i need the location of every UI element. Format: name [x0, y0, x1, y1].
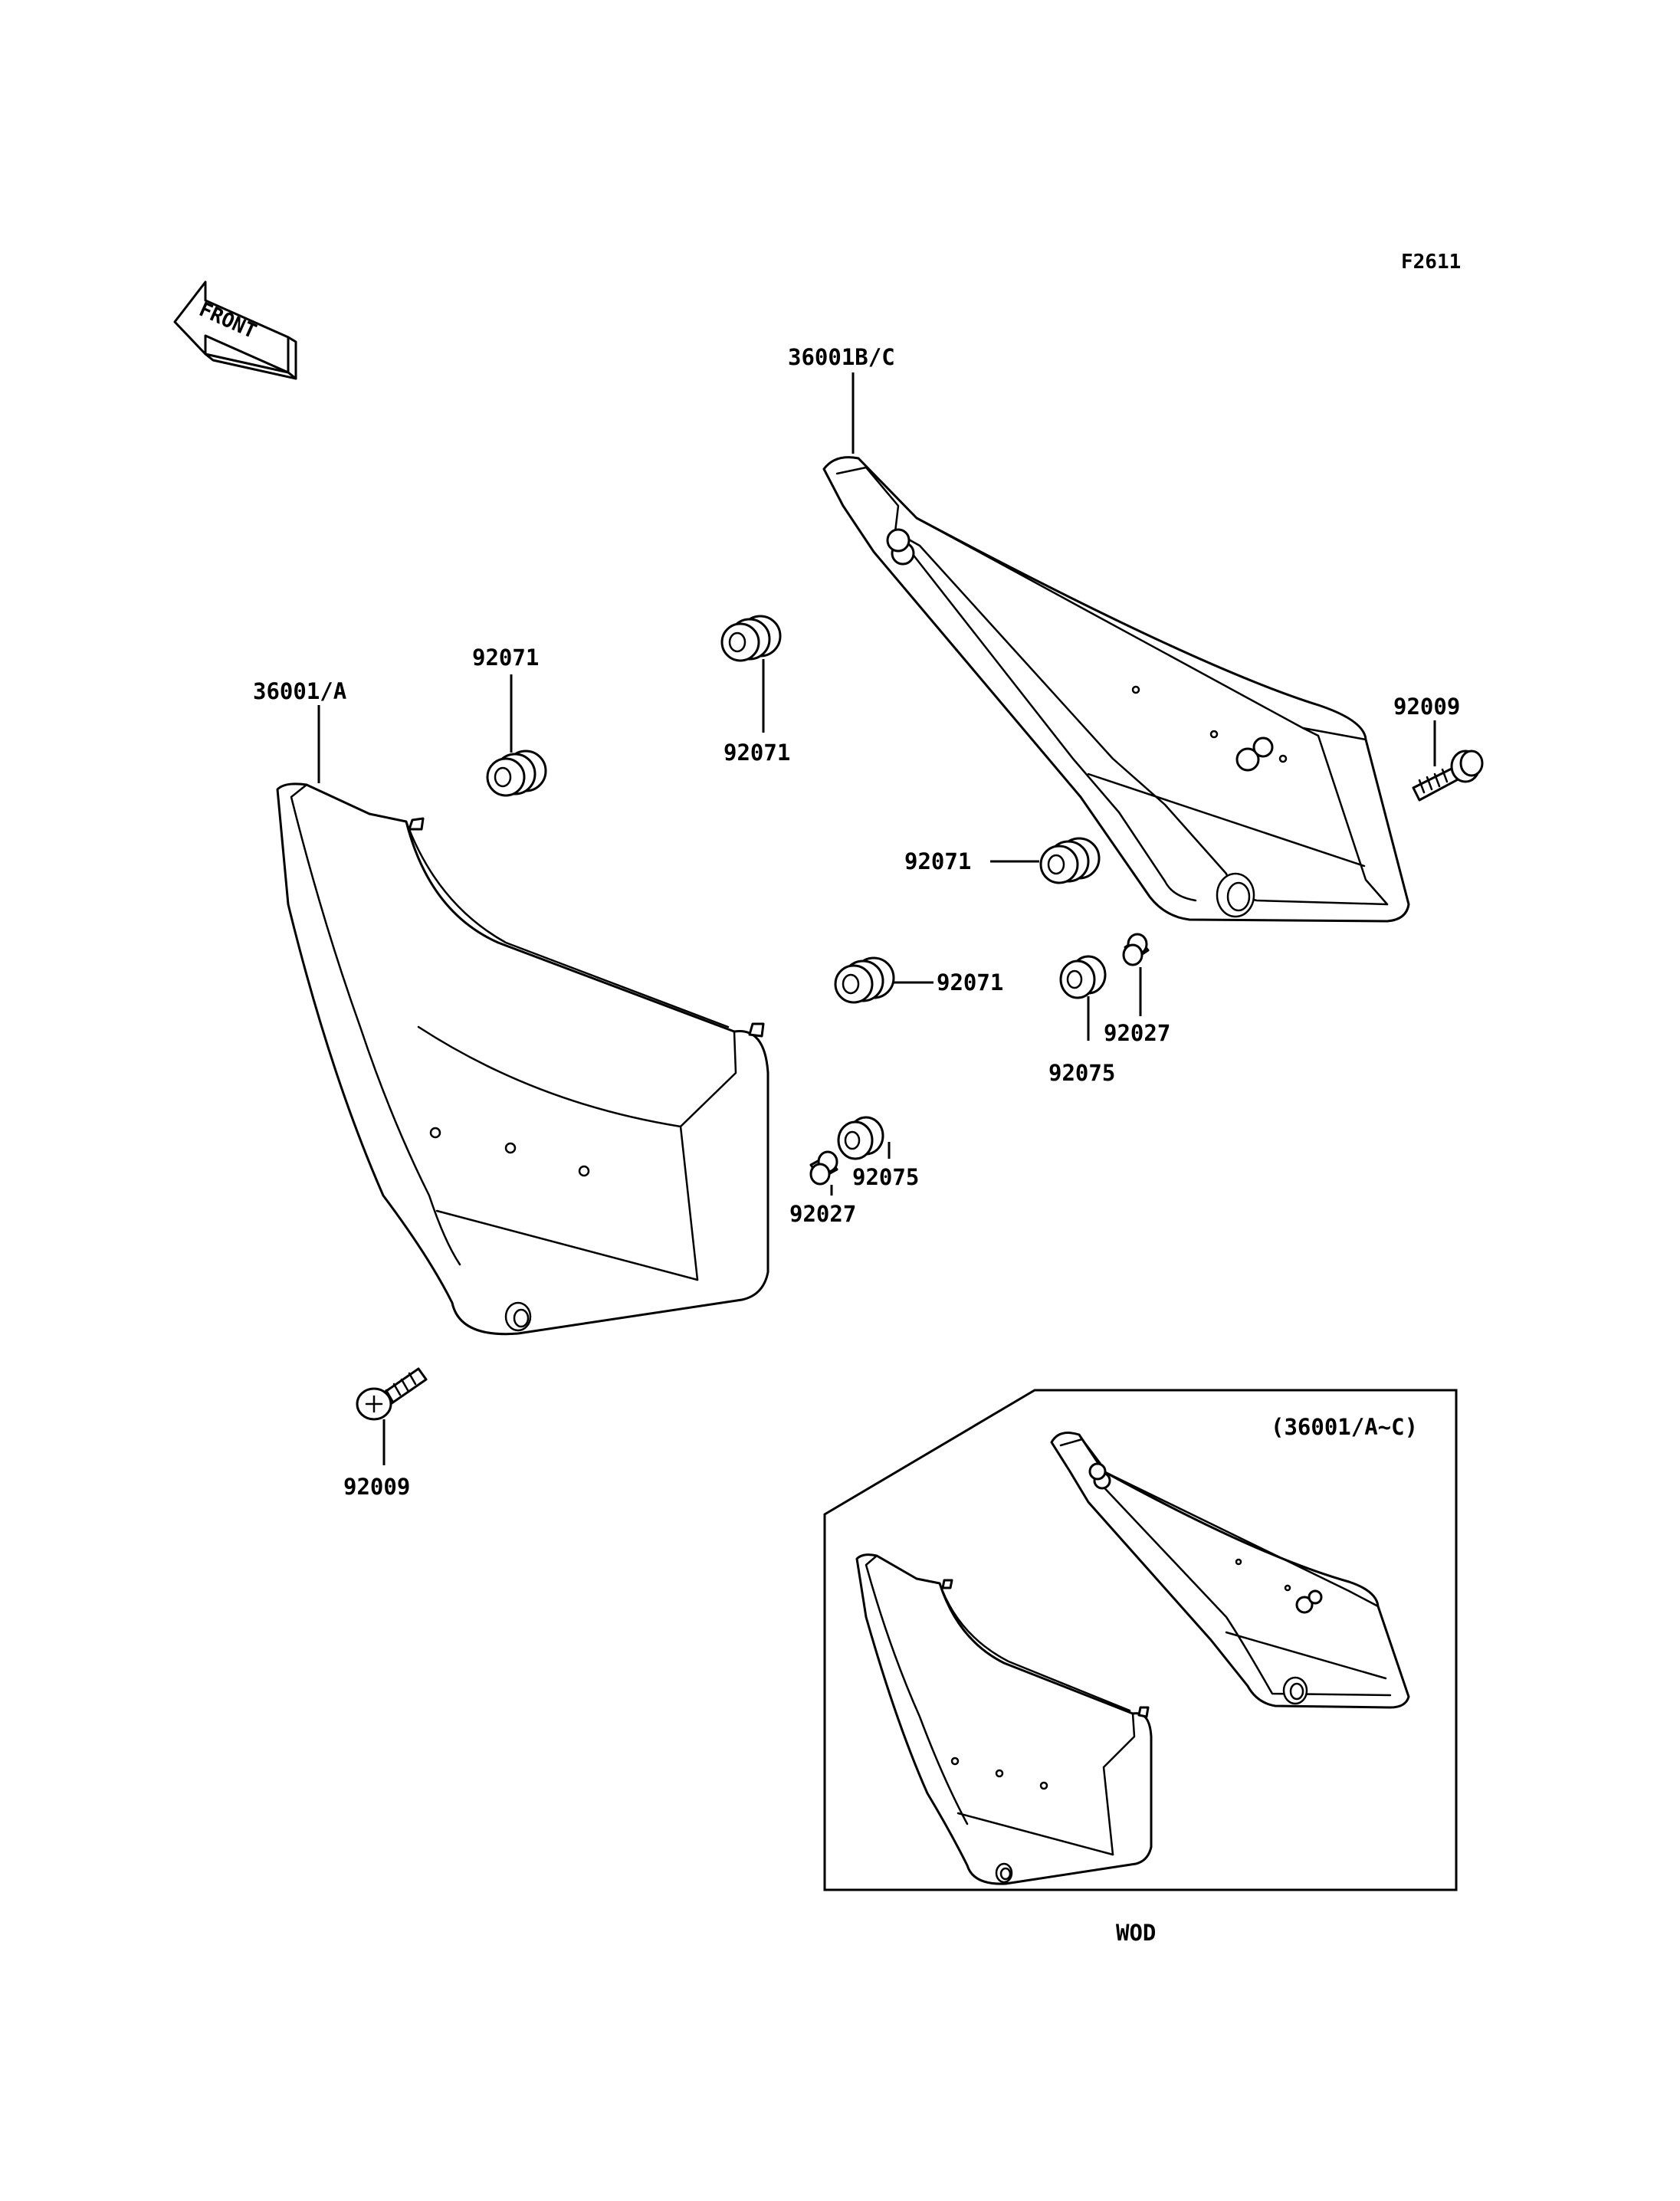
label-grommet-d: 92071 — [937, 969, 1003, 996]
label-grommet-b: 92071 — [724, 740, 790, 766]
bolt-92009-right — [1412, 750, 1484, 802]
bolt-92009-left — [356, 1367, 428, 1421]
side-cover-left — [276, 782, 769, 1336]
grommet-92071-a — [486, 750, 547, 797]
label-collar-right: 92027 — [1104, 1020, 1170, 1046]
figure-code: F2611 — [1401, 251, 1461, 274]
label-bushing-left: 92075 — [852, 1164, 919, 1190]
label-bolt-right: 92009 — [1393, 694, 1460, 720]
inset-side-cover-right — [1050, 1432, 1410, 1709]
label-collar-left: 92027 — [789, 1201, 856, 1227]
inset-side-cover-left — [855, 1553, 1153, 1885]
inset-caption: WOD — [1116, 1920, 1156, 1946]
label-bushing-right: 92075 — [1048, 1060, 1115, 1086]
label-cover-right: 36001B/C — [788, 344, 895, 370]
grommet-92071-b — [720, 615, 782, 662]
front-arrow-icon: FRONT — [173, 280, 297, 380]
label-grommet-a: 92071 — [472, 645, 539, 671]
label-cover-left: 36001/A — [253, 678, 346, 704]
collar-92027-right — [1122, 933, 1150, 966]
label-grommet-c: 92071 — [904, 848, 971, 874]
bushing-92075-left — [837, 1116, 884, 1160]
bushing-92075-right — [1059, 955, 1107, 999]
label-bolt-left: 92009 — [343, 1474, 410, 1500]
inset-title: (36001/A~C) — [1271, 1414, 1418, 1440]
inset-box: (36001/A~C) — [823, 1389, 1458, 1891]
grommet-92071-d — [834, 956, 895, 1004]
side-cover-right — [822, 456, 1410, 923]
grommet-92071-c — [1039, 837, 1101, 884]
collar-92027-left — [809, 1150, 838, 1186]
